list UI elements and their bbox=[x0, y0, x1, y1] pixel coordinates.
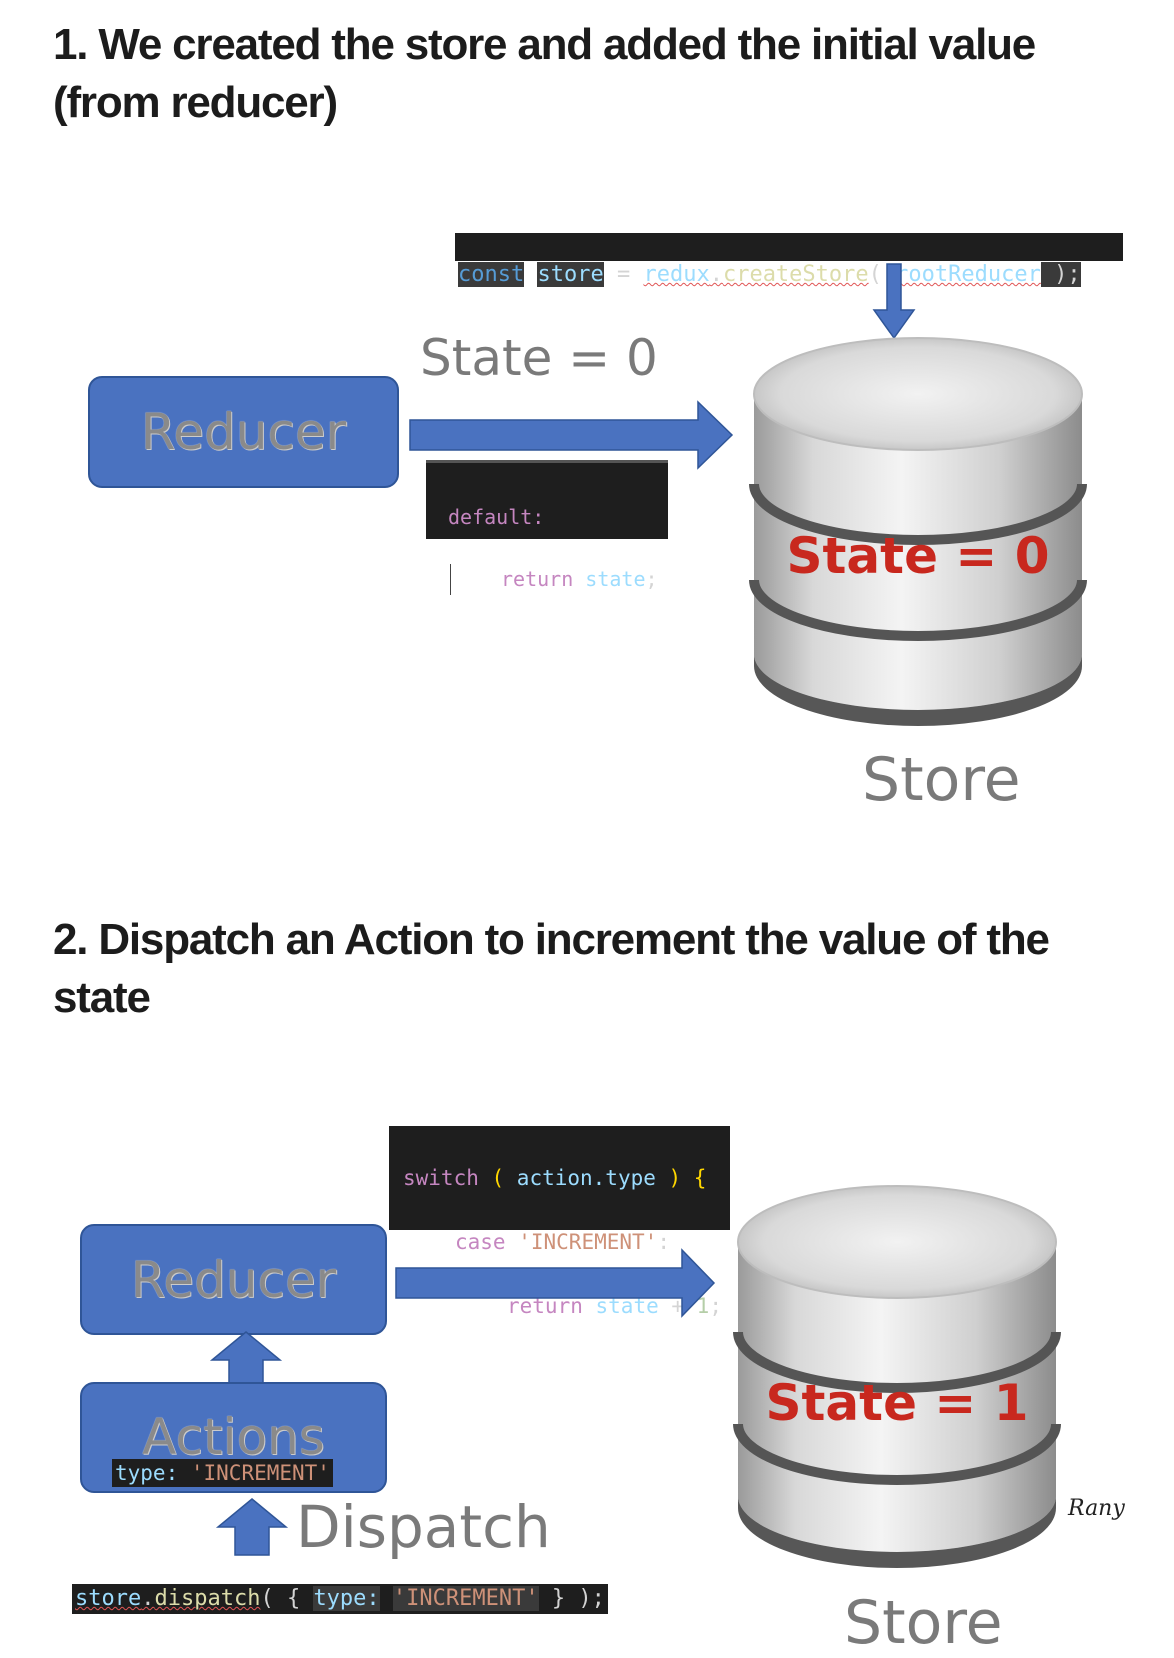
code-token: ( bbox=[868, 262, 896, 287]
code-token: ; bbox=[709, 1294, 722, 1318]
code-token: switch bbox=[403, 1166, 479, 1190]
code-token bbox=[380, 1586, 393, 1611]
arrow-right-icon bbox=[409, 400, 734, 470]
code-token: + bbox=[658, 1294, 697, 1318]
section2-heading-line1: 2. Dispatch an Action to increment the v… bbox=[53, 915, 1050, 964]
code-token: ( bbox=[478, 1166, 517, 1190]
code-token: ; bbox=[645, 567, 658, 591]
store-state-label: State = 0 bbox=[786, 527, 1050, 585]
code-token: rootReducer bbox=[895, 262, 1041, 287]
code-token: return bbox=[501, 567, 574, 591]
section1-heading-line2: (from reducer) bbox=[53, 78, 338, 127]
code-token: const bbox=[458, 262, 525, 287]
code-token: 'INCREMENT' bbox=[392, 1586, 539, 1611]
switch-code: switch ( action.type ) { case 'INCREMENT… bbox=[389, 1126, 730, 1318]
code-token: ) { bbox=[655, 1166, 707, 1190]
section1-heading-line1: 1. We created the store and added the in… bbox=[53, 20, 1036, 69]
code-token: . bbox=[709, 262, 723, 287]
code-token: : bbox=[657, 1230, 670, 1254]
code-token: type: bbox=[313, 1586, 380, 1611]
database-icon bbox=[749, 337, 1087, 726]
code-token: store bbox=[75, 1586, 142, 1611]
code-token: type: bbox=[115, 1461, 179, 1485]
code-token: default: bbox=[448, 505, 545, 529]
reducer-label: Reducer bbox=[140, 403, 347, 461]
store-state-label: State = 1 bbox=[765, 1374, 1029, 1432]
arrow-up-icon bbox=[209, 1331, 283, 1385]
code-token: ); bbox=[1040, 262, 1081, 287]
dispatch-label: Dispatch bbox=[296, 1493, 551, 1561]
dispatch-code: store.dispatch( { type: 'INCREMENT' } ); bbox=[72, 1584, 608, 1614]
default-case-code: default: return state; bbox=[426, 460, 668, 595]
code-token: redux bbox=[643, 262, 710, 287]
arrow-down-icon bbox=[872, 263, 916, 340]
code-token: dispatch bbox=[154, 1586, 261, 1611]
code-token: } ); bbox=[538, 1586, 605, 1611]
signature: Rany bbox=[1068, 1496, 1125, 1521]
section1-heading: 1. We created the store and added the in… bbox=[53, 16, 1133, 132]
reducer-box: Reducer bbox=[88, 376, 399, 488]
code-token: createStore bbox=[722, 262, 869, 287]
code-token: 'INCREMENT' bbox=[190, 1461, 330, 1485]
arrow-up-icon bbox=[215, 1498, 289, 1556]
action-type-code: type: 'INCREMENT' bbox=[112, 1459, 333, 1487]
arrow-right-icon bbox=[395, 1248, 716, 1318]
code-token: = bbox=[603, 262, 644, 287]
code-token: ( { bbox=[260, 1586, 314, 1611]
section2-heading: 2. Dispatch an Action to increment the v… bbox=[53, 911, 1133, 1027]
code-token: 'INCREMENT' bbox=[518, 1230, 658, 1254]
create-store-code: const store = redux.createStore( rootRed… bbox=[455, 233, 1123, 287]
reducer-label: Reducer bbox=[130, 1250, 337, 1309]
code-token: . bbox=[141, 1586, 155, 1611]
state-arrow-label: State = 0 bbox=[420, 329, 658, 387]
code-token: case bbox=[455, 1230, 506, 1254]
section2-heading-line2: state bbox=[53, 973, 151, 1022]
actions-label: Actions bbox=[142, 1408, 325, 1466]
store-label: Store bbox=[862, 745, 1021, 815]
code-token: store bbox=[537, 262, 604, 287]
code-token: action.type bbox=[516, 1166, 656, 1190]
store-label: Store bbox=[844, 1588, 1003, 1658]
database-icon bbox=[733, 1185, 1061, 1568]
reducer-box: Reducer bbox=[80, 1224, 387, 1335]
code-token: 1 bbox=[696, 1294, 710, 1318]
code-token: state bbox=[585, 567, 646, 591]
